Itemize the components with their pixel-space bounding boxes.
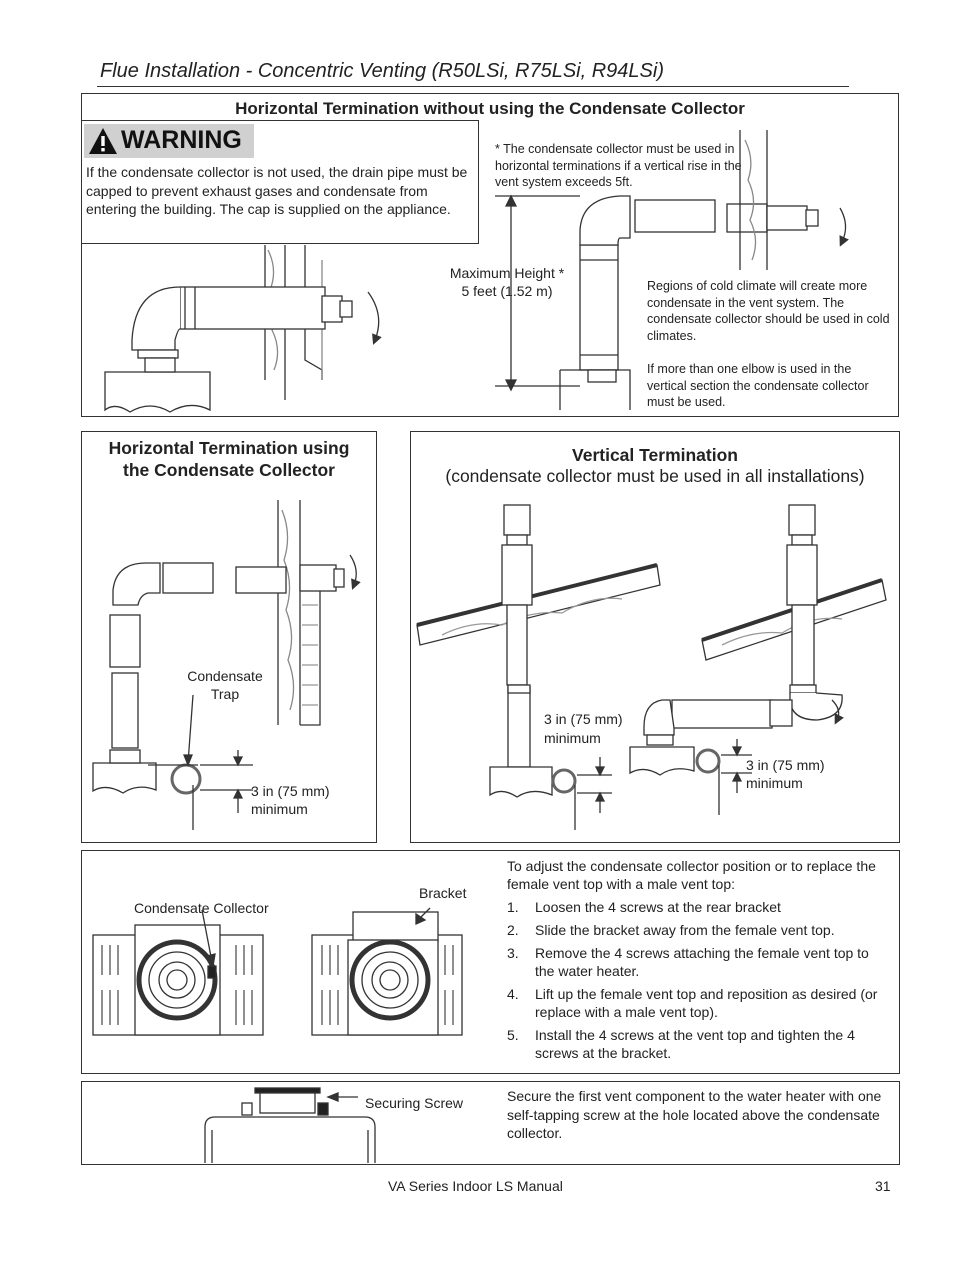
collector-top-view-diagram: [92, 907, 463, 1036]
condensate-collector-label: Condensate Collector: [134, 900, 269, 916]
panel-securing-screw: [81, 1081, 900, 1165]
securing-screw-text: Secure the first vent component to the w…: [507, 1088, 882, 1141]
min-clearance-right-2: minimum: [746, 775, 803, 791]
adjustment-intro: To adjust the condensate collector posit…: [507, 858, 876, 892]
step-item: 4.Lift up the female vent top and reposi…: [507, 986, 878, 1020]
step-item: 5.Install the 4 screws at the vent top a…: [507, 1027, 855, 1061]
horizontal-vent-diagram-left: [104, 245, 382, 413]
section1-heading: Horizontal Termination without using the…: [235, 99, 745, 118]
min-clearance-left-2: minimum: [544, 730, 601, 746]
securing-screw-label: Securing Screw: [365, 1095, 464, 1111]
vertical-rise-note: * The condensate collector must be used …: [495, 142, 742, 189]
bracket-label: Bracket: [419, 885, 467, 901]
max-height-label: Maximum Height *: [449, 265, 565, 281]
elbow-note: If more than one elbow is used in the ve…: [647, 362, 869, 409]
step-item: 1.Loosen the 4 screws at the rear bracke…: [507, 899, 781, 915]
securing-screw-diagram: [204, 1087, 376, 1163]
max-height-value: 5 feet (1.52 m): [461, 283, 553, 299]
footer-manual-name: VA Series Indoor LS Manual: [388, 1178, 563, 1194]
section3-heading-line1: Vertical Termination: [572, 445, 738, 465]
min-clearance-left-1: 3 in (75 mm): [544, 711, 623, 727]
condensate-trap-label-1: Condensate: [187, 668, 263, 684]
section3-heading-line2: (condensate collector must be used in al…: [445, 466, 865, 486]
page-title: Flue Installation - Concentric Venting (…: [100, 60, 664, 82]
footer-page-number: 31: [875, 1178, 891, 1194]
step-item: 2.Slide the bracket away from the female…: [507, 922, 835, 938]
warning-label: WARNING: [121, 126, 242, 154]
vertical-rise-diagram: [495, 130, 849, 410]
warning-text: If the condensate collector is not used,…: [86, 164, 468, 217]
adjustment-steps: 1.Loosen the 4 screws at the rear bracke…: [507, 898, 892, 1067]
warning-triangle-icon: [89, 128, 117, 154]
section2-heading-line2: the Condensate Collector: [123, 460, 335, 480]
min-clearance-label-2: minimum: [251, 801, 308, 817]
cold-climate-note: Regions of cold climate will create more…: [647, 279, 890, 343]
min-clearance-label-1: 3 in (75 mm): [251, 783, 330, 799]
section2-heading-line1: Horizontal Termination using: [108, 438, 350, 458]
horizontal-collector-diagram: [92, 500, 361, 830]
step-item: 3.Remove the 4 screws attaching the fema…: [507, 945, 869, 979]
condensate-trap-label-2: Trap: [210, 686, 240, 702]
vertical-termination-diagram: [416, 504, 887, 830]
min-clearance-right-1: 3 in (75 mm): [746, 757, 825, 773]
title-rule: [97, 86, 849, 87]
